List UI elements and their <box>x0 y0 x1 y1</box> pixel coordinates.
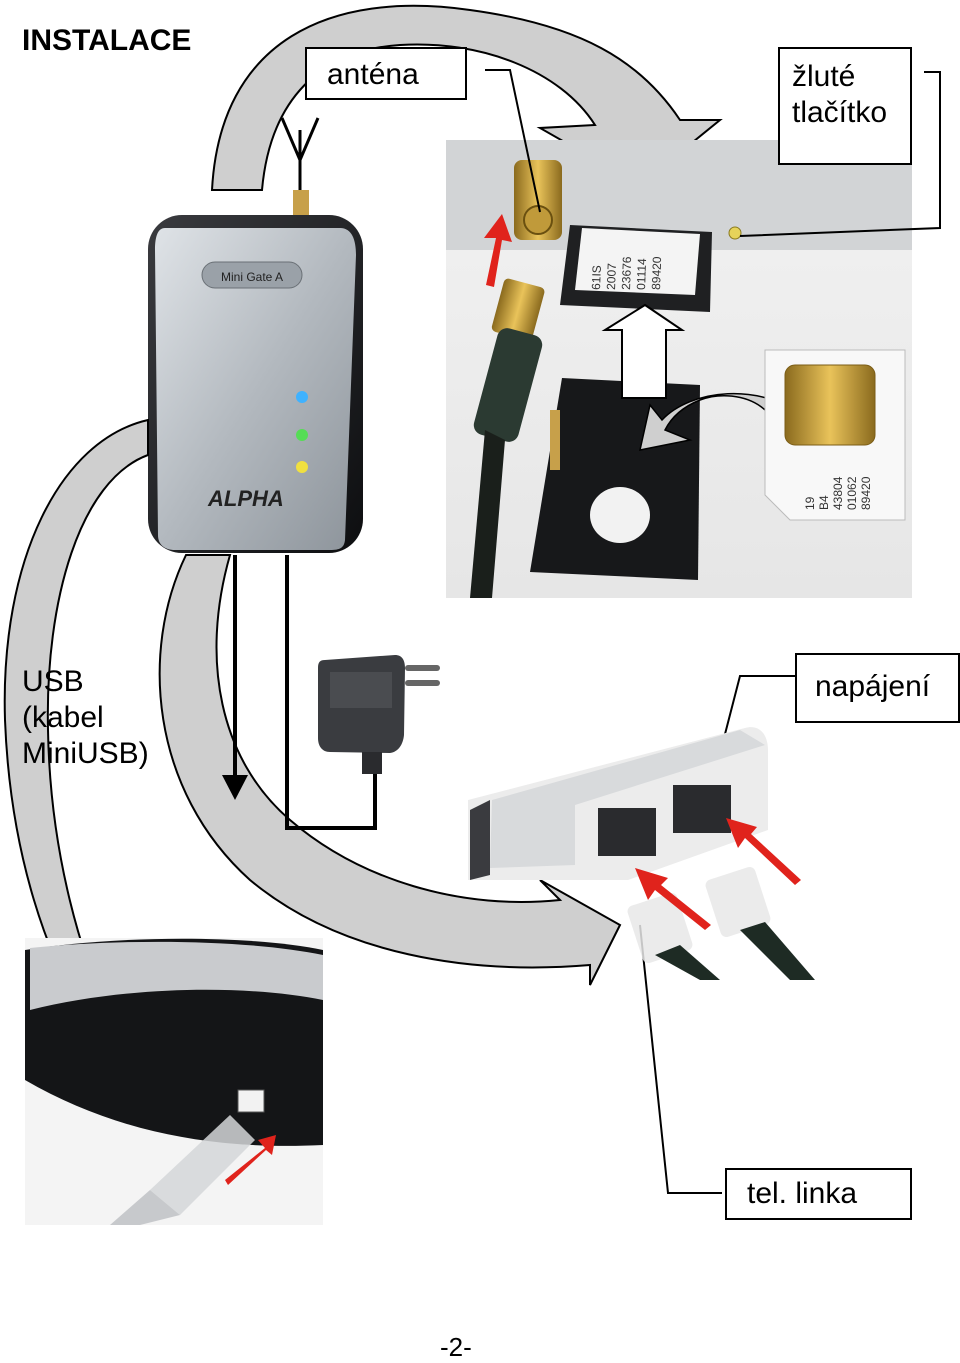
svg-text:43804: 43804 <box>831 476 845 510</box>
label-yellow-button-line2: tlačítko <box>792 96 888 129</box>
device-logo: ALPHA <box>207 486 284 511</box>
label-usb-line1: USB <box>22 665 84 698</box>
page-number: -2- <box>440 1332 472 1362</box>
svg-text:01114: 01114 <box>634 258 649 290</box>
label-phone-line: tel. linka <box>725 1168 912 1220</box>
label-power: napájení <box>795 653 960 723</box>
curved-arrow-bottom <box>158 554 622 986</box>
svg-text:Mini Gate A: Mini Gate A <box>221 270 283 284</box>
power-adapter-icon <box>318 655 440 774</box>
red-arrow-phone-1 <box>635 868 711 930</box>
sim-tray-text: 89420 01114 23676 2007 61IS <box>589 256 664 290</box>
gsm-gateway-device: Mini Gate A ALPHA <box>148 215 363 553</box>
label-yellow-button: žluté tlačítko <box>778 47 912 165</box>
up-arrow <box>601 303 686 399</box>
page-title: INSTALACE <box>22 24 192 57</box>
svg-text:61IS: 61IS <box>589 265 604 290</box>
led-green <box>296 429 308 441</box>
usb-photo <box>25 938 323 1225</box>
svg-text:89420: 89420 <box>649 256 664 290</box>
label-antena: anténa <box>305 47 467 100</box>
red-arrow-phone-2 <box>726 818 801 885</box>
antenna-icon <box>280 117 320 190</box>
yellow-button <box>728 226 742 240</box>
phone-port-photo <box>468 727 815 980</box>
svg-text:01062: 01062 <box>845 476 859 510</box>
red-arrow-antenna <box>484 214 512 287</box>
label-usb-line3: MiniUSB) <box>22 737 149 770</box>
sim-card-text: 89420 01062 43804 B4 19 <box>803 476 873 510</box>
label-usb: USB (kabel MiniUSB) <box>22 664 192 772</box>
label-usb-line2: (kabel <box>22 701 104 734</box>
led-yellow <box>296 461 308 473</box>
led-blue <box>296 391 308 403</box>
red-arrow-usb <box>225 1135 276 1185</box>
svg-text:23676: 23676 <box>619 256 634 290</box>
svg-text:B4: B4 <box>817 495 831 510</box>
svg-text:89420: 89420 <box>859 476 873 510</box>
svg-text:2007: 2007 <box>604 263 619 290</box>
label-yellow-button-line1: žluté <box>792 60 856 93</box>
svg-text:19: 19 <box>803 496 817 510</box>
